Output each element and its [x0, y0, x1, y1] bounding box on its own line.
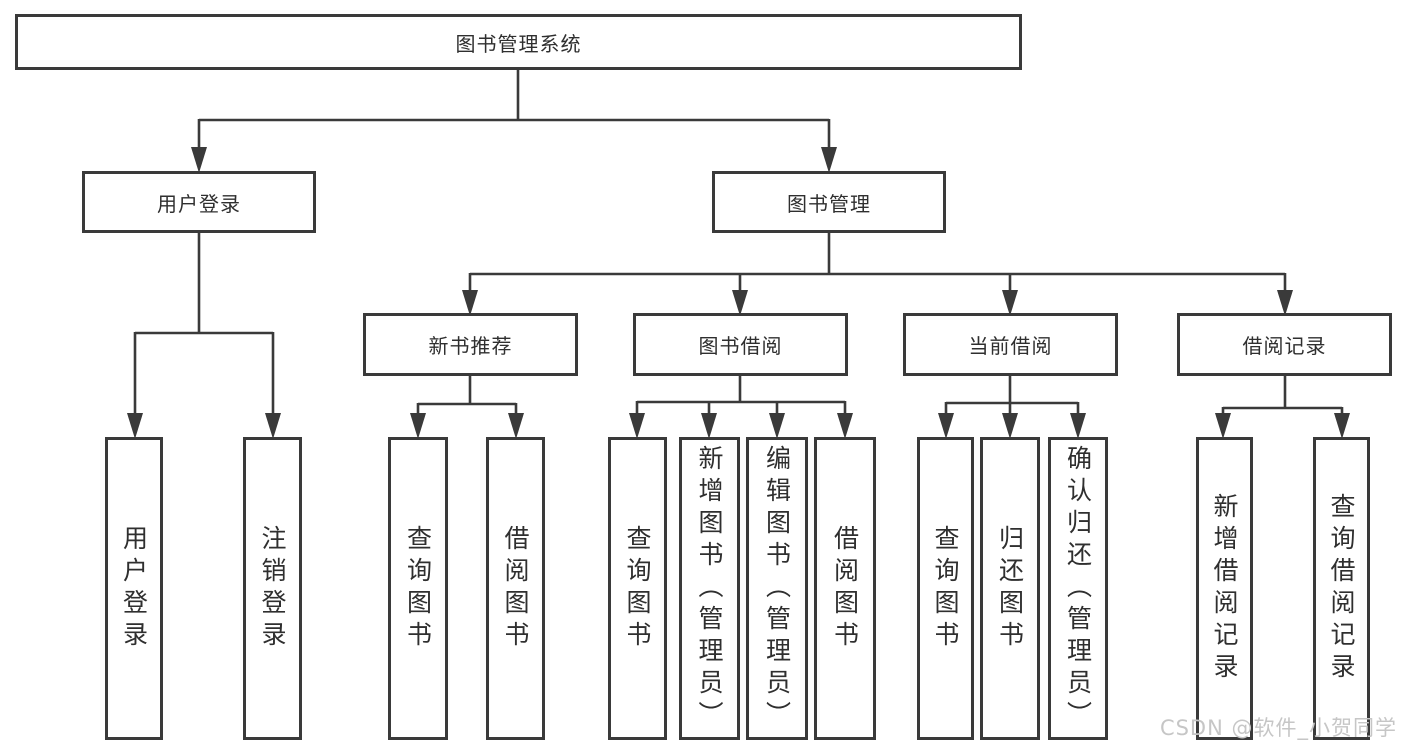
node-label: 当前借阅 — [968, 334, 1053, 358]
node-new-book-recommendation: 新书推荐 — [363, 313, 578, 376]
node-label: 查询图书 — [403, 524, 433, 653]
node-label: 查询图书 — [931, 524, 960, 653]
node-book-borrowing: 图书借阅 — [633, 313, 848, 376]
node-label: 新增图书（管理员） — [695, 444, 724, 733]
node-label: 查询借阅记录 — [1327, 492, 1356, 685]
node-library-management-system: 图书管理系统 — [15, 14, 1022, 70]
node-leaf-add-books-admin: 新增图书（管理员） — [679, 437, 740, 740]
node-leaf-query-books-1: 查询图书 — [388, 437, 448, 740]
node-label: 借阅图书 — [830, 524, 860, 653]
node-leaf-confirm-return-admin: 确认归还（管理员） — [1048, 437, 1108, 740]
node-label: 图书借阅 — [698, 334, 783, 358]
node-label: 归还图书 — [995, 524, 1025, 653]
node-leaf-edit-books-admin: 编辑图书（管理员） — [746, 437, 808, 740]
node-leaf-borrow-books-1: 借阅图书 — [486, 437, 545, 740]
node-leaf-query-books-3: 查询图书 — [917, 437, 974, 740]
node-label: 查询图书 — [623, 524, 652, 653]
node-leaf-query-borrow-record: 查询借阅记录 — [1313, 437, 1370, 740]
node-leaf-add-borrow-record: 新增借阅记录 — [1196, 437, 1253, 740]
node-label: 图书管理 — [787, 191, 871, 216]
node-leaf-user-login: 用户登录 — [105, 437, 163, 740]
watermark: CSDN @软件_小贺同学 — [1159, 716, 1397, 740]
node-leaf-logout: 注销登录 — [243, 437, 302, 740]
node-label: 用户登录 — [119, 524, 149, 653]
node-label: 用户登录 — [157, 191, 241, 216]
node-leaf-return-books: 归还图书 — [980, 437, 1040, 740]
node-user-login-branch: 用户登录 — [82, 171, 316, 233]
node-label: 新书推荐 — [428, 334, 513, 358]
node-label: 借阅记录 — [1242, 334, 1327, 358]
node-label: 注销登录 — [258, 524, 287, 653]
node-label: 新增借阅记录 — [1210, 492, 1239, 685]
node-leaf-borrow-books-2: 借阅图书 — [814, 437, 876, 740]
node-current-borrowing: 当前借阅 — [903, 313, 1118, 376]
node-label: 确认归还（管理员） — [1063, 444, 1093, 733]
node-borrowing-records: 借阅记录 — [1177, 313, 1392, 376]
node-label: 编辑图书（管理员） — [762, 444, 792, 733]
node-label: 借阅图书 — [501, 524, 530, 653]
node-book-management-branch: 图书管理 — [712, 171, 946, 233]
node-leaf-query-books-2: 查询图书 — [608, 437, 667, 740]
node-label: 图书管理系统 — [455, 31, 582, 56]
